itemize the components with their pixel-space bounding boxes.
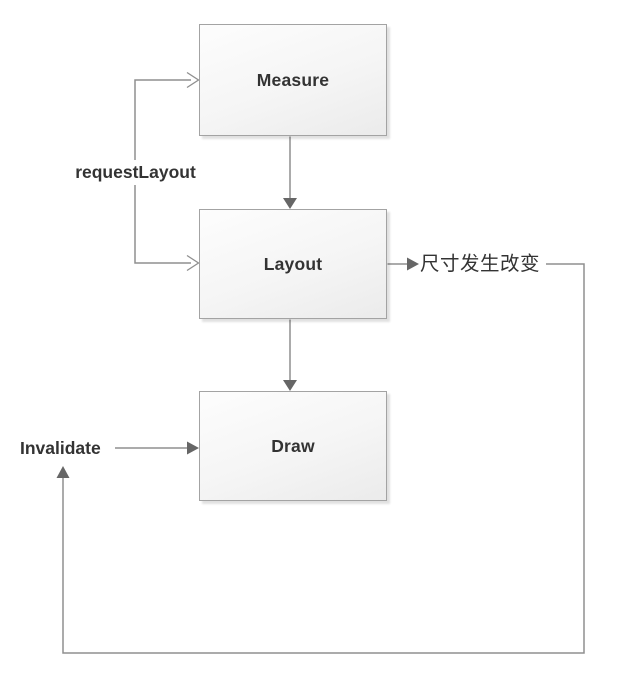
node-measure: Measure: [199, 24, 387, 136]
arrowhead-measure-to-layout: [283, 198, 297, 209]
arrowhead-layout-to-sizechanged: [407, 257, 419, 271]
node-draw-label: Draw: [271, 435, 315, 456]
arrowhead-layout-to-draw: [283, 380, 297, 391]
node-measure-label: Measure: [256, 69, 330, 90]
edge-label-invalidate: Invalidate: [20, 436, 101, 460]
open-arrowhead-into-measure: [186, 71, 200, 89]
node-layout-label: Layout: [263, 253, 323, 274]
edge-sizechanged-loop-to-invalidate: [62, 263, 585, 654]
arrowhead-loop-to-invalidate: [56, 466, 70, 478]
node-draw: Draw: [199, 391, 387, 501]
edge-label-request-layout: requestLayout: [62, 160, 209, 185]
node-layout: Layout: [199, 209, 387, 319]
arrowhead-invalidate-to-draw: [187, 441, 199, 455]
open-arrowhead-into-layout: [186, 254, 200, 272]
edge-label-size-changed: 尺寸发生改变: [419, 251, 542, 277]
